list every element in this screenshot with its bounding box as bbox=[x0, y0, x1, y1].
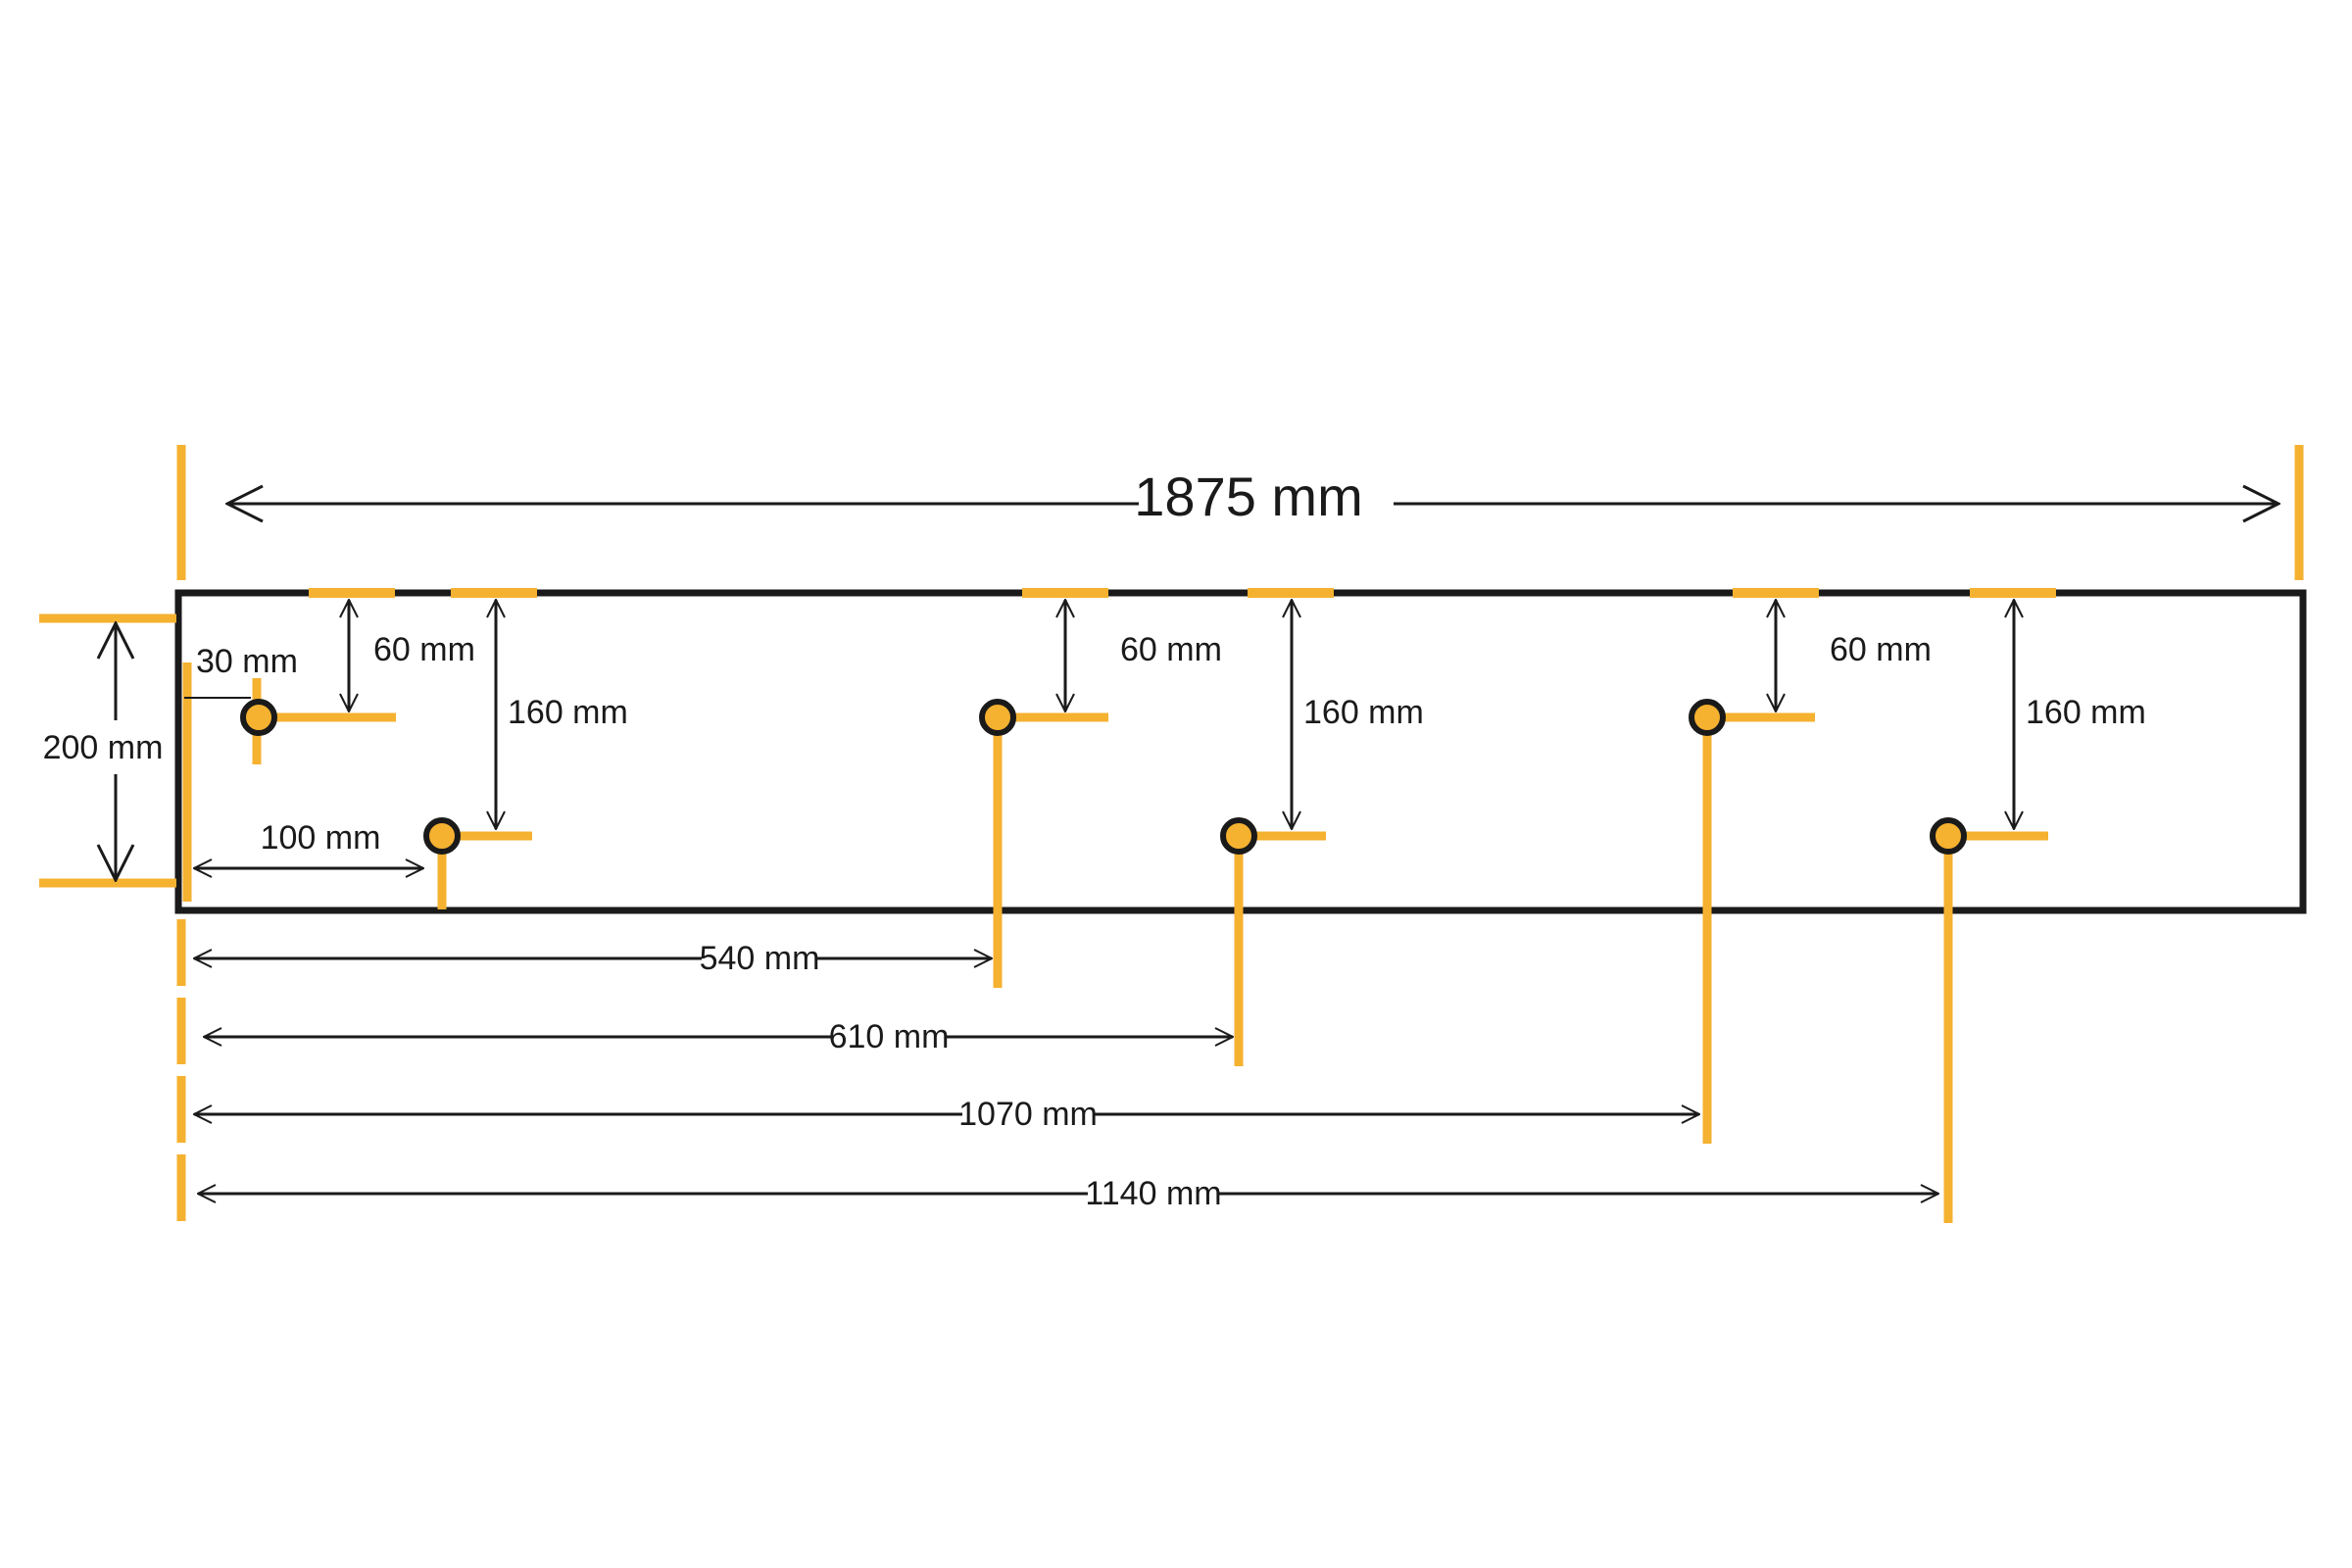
height-label: 200 mm bbox=[43, 729, 164, 766]
position-label-540: 540 mm bbox=[700, 940, 820, 977]
top-offset-label: 60 mm bbox=[1120, 631, 1222, 668]
circle-hole-icon bbox=[423, 817, 461, 855]
edge-offset-label: 30 mm bbox=[196, 643, 298, 680]
circle-hole-icon bbox=[240, 699, 277, 736]
position-label-610: 610 mm bbox=[829, 1018, 950, 1055]
position-label-1070: 1070 mm bbox=[958, 1096, 1098, 1133]
circle-hole-icon bbox=[1689, 699, 1726, 736]
bottom-offset-label: 160 mm bbox=[1303, 694, 1424, 731]
top-offset-label: 60 mm bbox=[373, 631, 475, 668]
circle-hole-icon bbox=[1930, 817, 1967, 855]
bottom-offset-label: 160 mm bbox=[2026, 694, 2146, 731]
total-length-label: 1875 mm bbox=[1134, 466, 1362, 527]
first-offset-label: 100 mm bbox=[261, 819, 381, 857]
position-label-1140: 1140 mm bbox=[1085, 1175, 1221, 1212]
bottom-offset-label: 160 mm bbox=[508, 694, 628, 731]
circle-hole-icon bbox=[1220, 817, 1257, 855]
top-offset-label: 60 mm bbox=[1830, 631, 1932, 668]
circle-hole-icon bbox=[979, 699, 1016, 736]
